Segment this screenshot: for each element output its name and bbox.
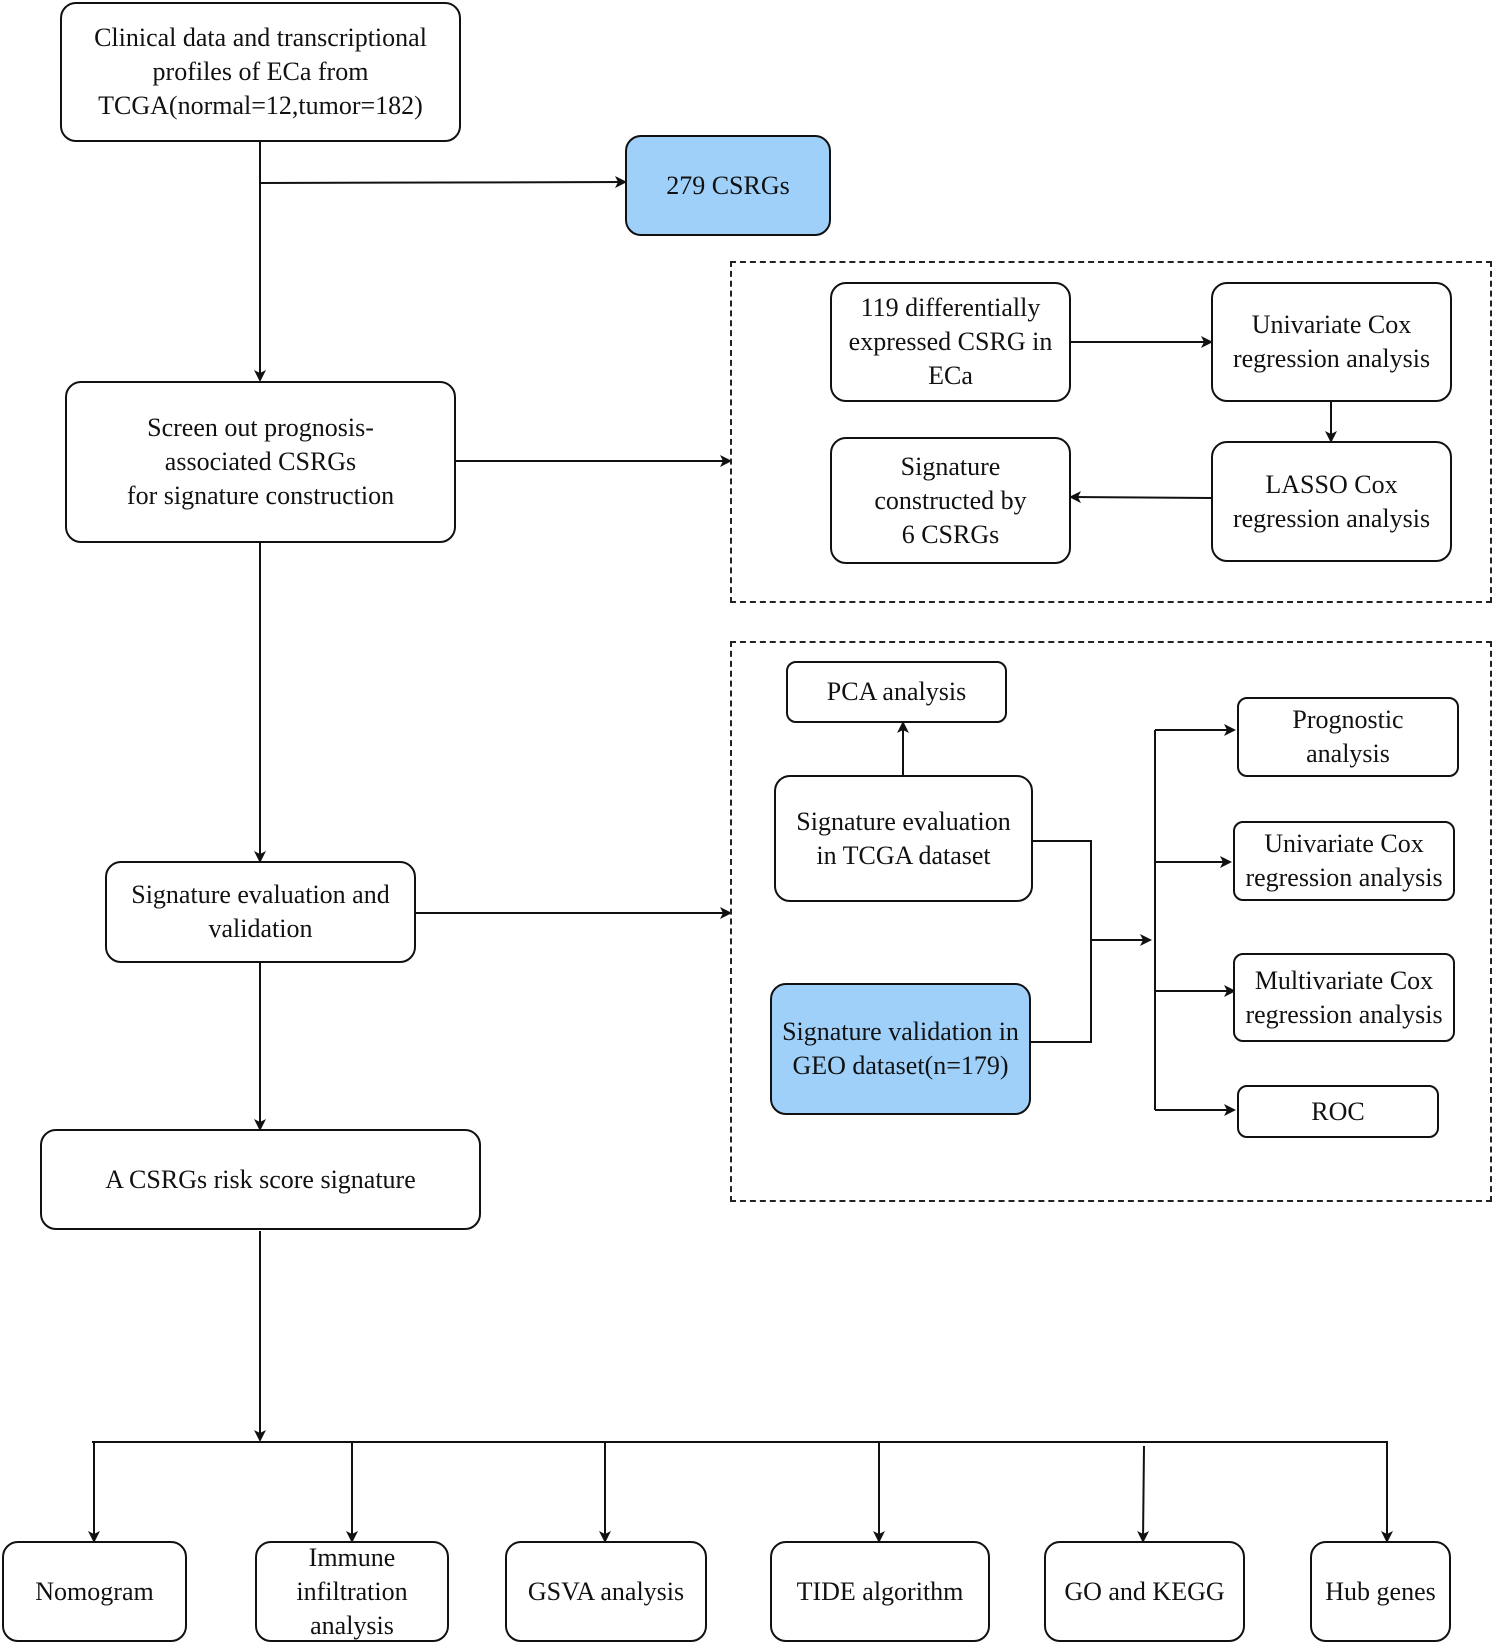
go-kegg-box: GO and KEGG: [1044, 1541, 1245, 1642]
signature-construction-panel: [730, 261, 1492, 603]
multivariate-cox-box: Multivariate Cox regression analysis: [1233, 953, 1455, 1042]
signature-evaluation-panel: [730, 641, 1492, 1202]
signature-6-csrgs-box: Signature constructed by 6 CSRGs: [830, 437, 1071, 564]
connector-geo: [1031, 940, 1092, 1043]
hub-genes-box: Hub genes: [1310, 1541, 1451, 1642]
nomogram-box: Nomogram: [2, 1541, 187, 1642]
arrow-to-279-csrgs: [259, 176, 627, 189]
gsva-analysis-box: GSVA analysis: [505, 1541, 707, 1642]
screen-prognosis-box: Screen out prognosis- associated CSRGs f…: [65, 381, 456, 543]
univariate-cox-right-box: Univariate Cox regression analysis: [1233, 821, 1455, 901]
immune-infiltration-box: Immune infiltration analysis: [255, 1541, 449, 1642]
arrow-to-go-kegg: [1137, 1445, 1150, 1543]
tide-algorithm-box: TIDE algorithm: [770, 1541, 990, 1642]
diff-expressed-box: 119 differentially expressed CSRG in ECa: [830, 282, 1071, 402]
pca-analysis-box: PCA analysis: [786, 661, 1007, 723]
csrgs-279-box: 279 CSRGs: [625, 135, 831, 236]
roc-box: ROC: [1237, 1085, 1439, 1138]
connector-tcga: [1031, 840, 1092, 940]
univariate-cox-top-box: Univariate Cox regression analysis: [1211, 282, 1452, 402]
lasso-cox-box: LASSO Cox regression analysis: [1211, 441, 1452, 562]
validation-geo-box: Signature validation in GEO dataset(n=17…: [770, 983, 1031, 1115]
risk-score-box: A CSRGs risk score signature: [40, 1129, 481, 1230]
clinical-data-box: Clinical data and transcriptional profil…: [60, 2, 461, 142]
evaluation-tcga-box: Signature evaluation in TCGA dataset: [774, 775, 1033, 902]
arrow-lasso-to-signature: [1069, 491, 1212, 504]
prognostic-analysis-box: Prognostic analysis: [1237, 697, 1459, 777]
evaluation-validation-box: Signature evaluation and validation: [105, 861, 416, 963]
